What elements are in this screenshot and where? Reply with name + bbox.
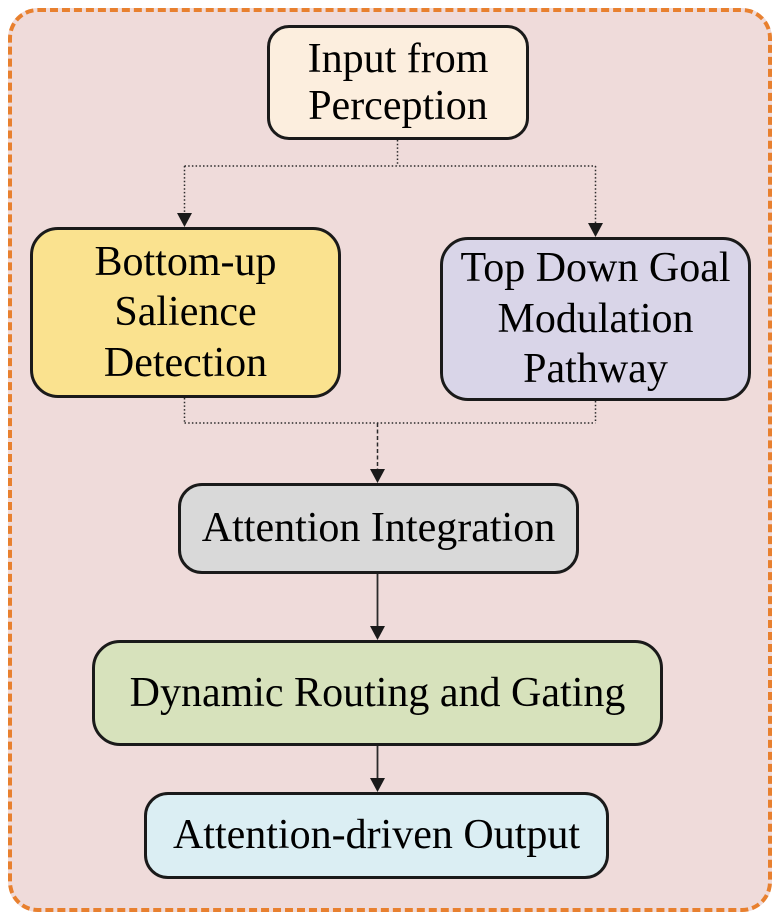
node-bottom-up-salience-detection: Bottom-up Salience Detection [30,227,341,398]
node-input-from-perception: Input from Perception [267,25,529,140]
node-attention-driven-output: Attention-driven Output [144,792,609,879]
node-attention-integration: Attention Integration [178,483,579,574]
diagram-frame [8,8,772,912]
node-top-down-goal-modulation-pathway: Top Down Goal Modulation Pathway [440,237,751,401]
node-dynamic-routing-and-gating: Dynamic Routing and Gating [92,640,663,746]
